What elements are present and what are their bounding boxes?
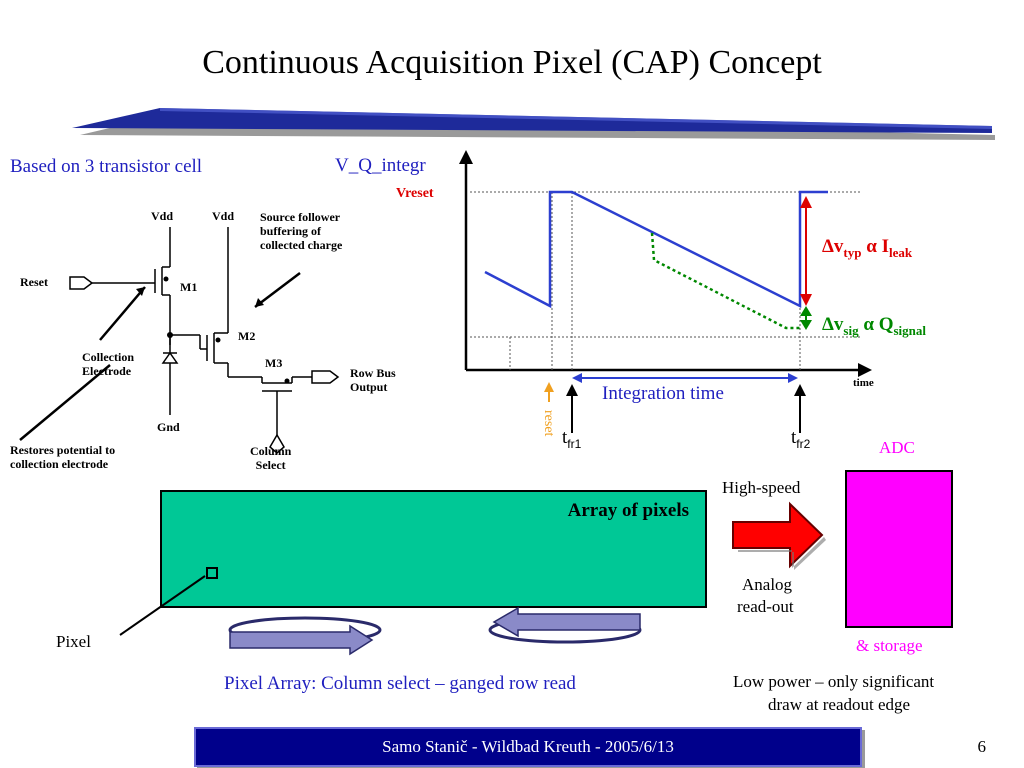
source-follower-note: Source follower buffering of collected c… <box>260 210 343 252</box>
m1-label: M1 <box>180 280 198 294</box>
pixel-label: Pixel <box>56 632 91 651</box>
time-label: time <box>853 377 874 389</box>
read-out-label: read-out <box>737 597 794 616</box>
restores-note: Restores potential to collection electro… <box>10 443 116 471</box>
dv-sig-label: Δvsig α Qsignal <box>822 314 926 338</box>
adc-block <box>845 470 953 628</box>
leakage-signal-line <box>484 190 828 309</box>
m3-label: M3 <box>265 356 283 370</box>
storage-label: & storage <box>856 636 923 655</box>
vreset-label: Vreset <box>396 186 434 201</box>
pixel-array: Array of pixels <box>160 490 707 608</box>
footer-bar: Samo Stanič - Wildbad Kreuth - 2005/6/13 <box>194 727 862 767</box>
charge-signal-line <box>650 232 800 330</box>
vdd2-label: Vdd <box>212 209 235 223</box>
collection-electrode-label: Collection Electrode <box>82 350 134 378</box>
low-power-line-1: Low power – only significant <box>733 672 935 691</box>
pixel-pointer-line <box>119 575 206 636</box>
waveform-plot <box>459 150 872 433</box>
cycle-arrow-left <box>228 616 382 656</box>
reset-label: Reset <box>20 275 48 289</box>
analog-label: Analog <box>742 575 793 594</box>
title-bar <box>72 108 992 133</box>
tfr1-label: tfr1 <box>562 427 582 451</box>
array-label: Array of pixels <box>567 500 689 521</box>
adc-label: ADC <box>879 438 915 457</box>
array-caption: Pixel Array: Column select – ganged row … <box>224 673 576 694</box>
readout-arrow <box>732 501 826 570</box>
page-title: Continuous Acquisition Pixel (CAP) Conce… <box>202 44 822 81</box>
title-bar-highlight <box>160 108 992 129</box>
high-speed-label: High-speed <box>722 478 801 497</box>
dv-typ-label: Δvtyp α Ileak <box>822 236 913 260</box>
circuit-heading: Based on 3 transistor cell <box>10 156 203 177</box>
m2-label: M2 <box>238 329 256 343</box>
row-bus-output-label: Row Bus Output <box>350 366 396 394</box>
gnd-label: Gnd <box>157 420 180 434</box>
page-number: 6 <box>977 737 987 756</box>
pixel-marker <box>206 567 218 579</box>
circuit-schematic <box>19 227 340 454</box>
vdd1-label: Vdd <box>151 209 174 223</box>
array-annotations <box>119 575 642 656</box>
column-select-label: Column Select <box>250 444 292 472</box>
y-axis-label: V_Q_integr <box>335 155 426 176</box>
tfr2-label: tfr2 <box>791 427 811 451</box>
integration-time-label: Integration time <box>602 383 724 404</box>
low-power-line-2: draw at readout edge <box>768 695 911 714</box>
reset-time-label: reset <box>541 410 556 437</box>
cycle-arrow-right <box>488 606 642 644</box>
